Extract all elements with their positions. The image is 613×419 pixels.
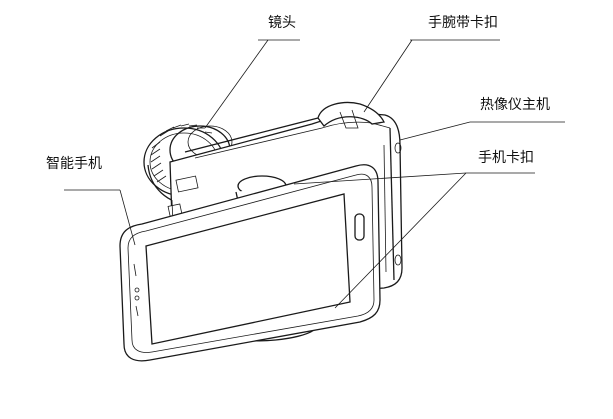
smartphone-label: 智能手机	[46, 156, 102, 172]
lens-label: 镜头	[268, 15, 296, 31]
leader-lines	[64, 39, 565, 309]
wrist-strap-clip-label: 手腕带卡扣	[428, 15, 498, 31]
phone-clip-label: 手机卡扣	[478, 150, 534, 166]
smartphone-drawing	[119, 164, 381, 362]
thermal-main-unit-label: 热像仪主机	[480, 97, 550, 113]
